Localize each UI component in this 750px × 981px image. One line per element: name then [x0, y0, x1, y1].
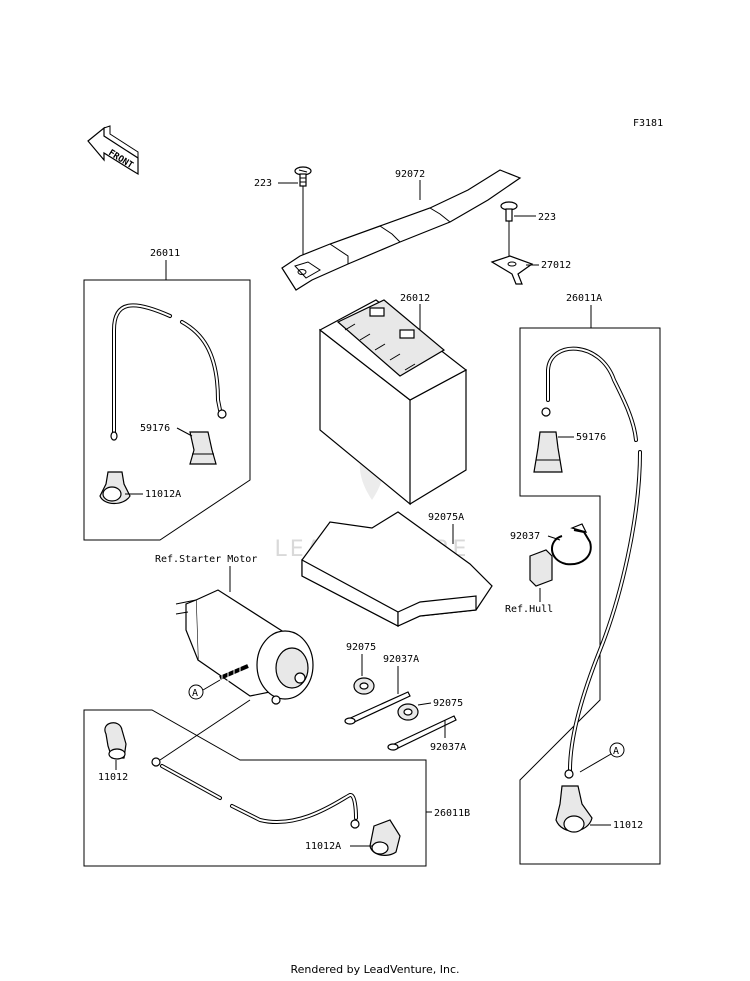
cap-left: [99, 471, 131, 505]
label-boot-right: 59176: [576, 432, 606, 443]
cable-left-box: [83, 279, 251, 541]
cap-bottom-left: [104, 722, 127, 760]
label-battery: 26012: [400, 293, 430, 304]
label-clamp: 92037: [510, 531, 540, 542]
battery: [318, 299, 468, 506]
label-screw-left: 223: [254, 178, 272, 189]
label-hull-ref: Ref.Hull: [505, 604, 553, 615]
hose-clamp: [551, 523, 592, 566]
label-cable-right: 26011A: [566, 293, 602, 304]
cap-right: [555, 785, 593, 833]
grommet-top: [353, 677, 375, 695]
label-cable-left: 26011: [150, 248, 180, 259]
label-boot-left: 59176: [140, 423, 170, 434]
bracket: [490, 255, 534, 285]
label-cap-left: 11012A: [145, 489, 181, 500]
battery-mat: [301, 511, 493, 627]
label-grommet-bottom: 92075: [433, 698, 463, 709]
label-marker-left: A: [192, 688, 198, 699]
cable-tie-top: [344, 691, 411, 725]
cable-right-box: [519, 327, 661, 865]
label-cap-bottom-left: 11012: [98, 772, 128, 783]
battery-strap: [281, 169, 522, 291]
boot-left: [189, 431, 217, 465]
label-strap: 92072: [395, 169, 425, 180]
battery-cable-left: [110, 303, 227, 441]
label-bracket: 27012: [541, 260, 571, 271]
cable-tie-bottom: [387, 715, 457, 751]
battery-cable-right: [541, 346, 642, 779]
grommet-bottom: [397, 703, 419, 721]
hull-part: [529, 549, 553, 587]
label-tie-top: 92037A: [383, 654, 419, 665]
label-grommet-top: 92075: [346, 642, 376, 653]
label-tie-bottom: 92037A: [430, 742, 466, 753]
marker-left: [188, 684, 204, 700]
front-arrow-icon: FRONT: [87, 125, 139, 176]
starter-motor: [175, 589, 314, 705]
label-cable-bottom: 26011B: [434, 808, 470, 819]
marker-right: [609, 742, 625, 758]
label-cap-bottom: 11012A: [305, 841, 341, 852]
cable-bottom-box: [83, 709, 427, 867]
footer-credit: Rendered by LeadVenture, Inc.: [290, 963, 460, 976]
cap-bottom: [369, 819, 401, 856]
label-marker-right: A: [613, 746, 619, 757]
boot-right: [533, 431, 563, 473]
screw-right: [500, 201, 518, 256]
label-screw-right: 223: [538, 212, 556, 223]
label-mat: 92075A: [428, 512, 464, 523]
battery-cable-bottom: [151, 757, 360, 829]
label-starter-ref: Ref.Starter Motor: [155, 554, 257, 565]
diagram-code: F3181: [633, 118, 663, 129]
label-cap-right: 11012: [613, 820, 643, 831]
